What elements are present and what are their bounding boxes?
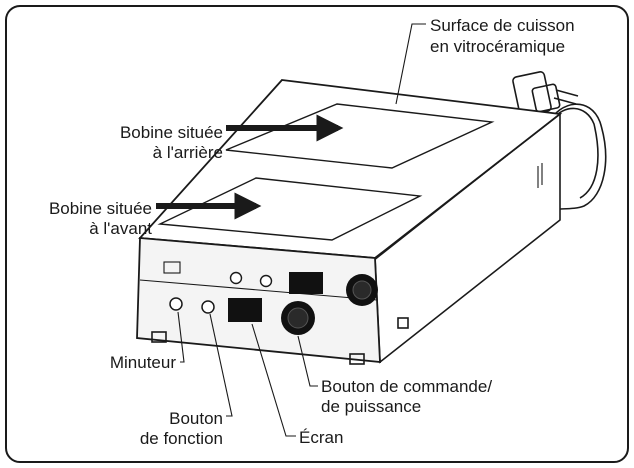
foot-back-right xyxy=(397,317,409,329)
display-screen xyxy=(228,298,262,322)
foot-front-left xyxy=(151,331,167,343)
label-control-knob-2: de puissance xyxy=(321,397,421,416)
upper-function-button xyxy=(259,274,273,288)
display-leader xyxy=(251,323,296,437)
function-button xyxy=(201,300,215,314)
label-surface: Surface de cuisson xyxy=(430,16,575,35)
label-front-coil: Bobine située xyxy=(49,199,152,218)
timer-leader xyxy=(177,311,185,363)
foot-front-right xyxy=(349,353,365,365)
label-front-coil-2: à l'avant xyxy=(89,219,152,238)
label-rear-coil: Bobine située xyxy=(120,123,223,142)
label-function-button: Bouton xyxy=(169,409,223,428)
upper-display xyxy=(289,272,323,294)
label-rear-coil-2: à l'arrière xyxy=(153,143,223,162)
brand-logo xyxy=(163,261,181,274)
label-control-knob: Bouton de commande/ xyxy=(321,377,492,396)
label-display: Écran xyxy=(299,428,343,447)
label-function-button-2: de fonction xyxy=(140,429,223,448)
label-timer: Minuteur xyxy=(110,353,176,372)
upper-timer-button xyxy=(229,271,243,285)
function-button-leader xyxy=(209,313,233,417)
surface-leader xyxy=(395,23,426,105)
rear-coil xyxy=(225,103,495,169)
lower-controls xyxy=(169,297,315,335)
timer-button xyxy=(169,297,183,311)
upper-controls xyxy=(163,261,378,306)
label-surface-2: en vitrocéramique xyxy=(430,37,565,56)
control-knob-leader xyxy=(297,335,318,387)
